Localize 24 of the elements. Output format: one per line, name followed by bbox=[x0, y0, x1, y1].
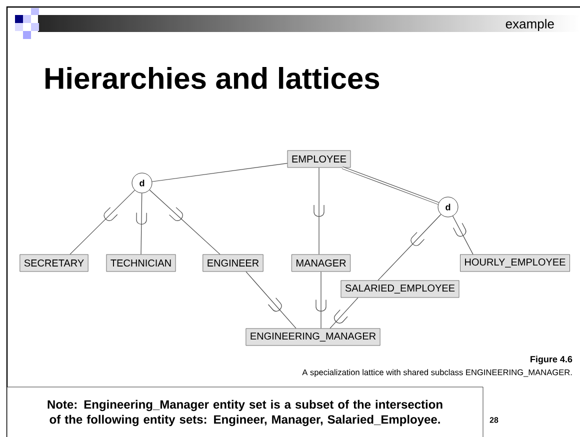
entity-box: MANAGER bbox=[292, 254, 350, 272]
header-label: example bbox=[506, 18, 554, 32]
subset-connector bbox=[316, 271, 326, 329]
entity-box: EMPLOYEE bbox=[287, 150, 351, 168]
entity-box: ENGINEER bbox=[202, 254, 264, 272]
subset-connector bbox=[330, 297, 358, 329]
subset-connector bbox=[246, 271, 296, 329]
entity-box: TECHNICIAN bbox=[106, 254, 176, 272]
connector bbox=[152, 163, 288, 182]
subset-connector bbox=[378, 214, 442, 281]
subset-connector bbox=[314, 167, 324, 255]
figure-number: Figure 4.6 bbox=[530, 356, 572, 364]
note-box: Note: Engineering_Manager entity set is a subset of the intersection of the following entity sets: Engineer, Manager, Salaried_Employee. bbox=[6, 386, 484, 437]
subset-connector bbox=[136, 192, 147, 255]
entity-box: HOURLY_EMPLOYEE bbox=[460, 254, 570, 272]
figure-caption: A specialization lattice with shared subclass ENGINEERING_MANAGER. bbox=[302, 369, 572, 377]
subset-connector bbox=[149, 190, 220, 255]
entity-box: SALARIED_EMPLOYEE bbox=[340, 280, 460, 298]
total-connector bbox=[342, 166, 439, 205]
subset-connector bbox=[70, 190, 136, 255]
slide-title: Hierarchies and lattices bbox=[46, 67, 380, 90]
entity-box: ENGINEERING_MANAGER bbox=[246, 328, 380, 346]
entity-box: SECRETARY bbox=[20, 254, 88, 272]
subset-connector bbox=[452, 216, 474, 255]
